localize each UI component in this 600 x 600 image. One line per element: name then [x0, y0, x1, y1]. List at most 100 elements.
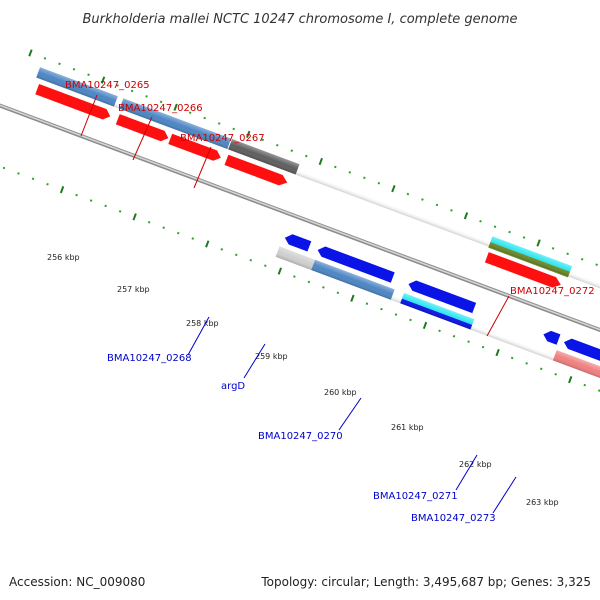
inner-ring-dot — [147, 220, 151, 224]
outer-ring-dot — [116, 84, 119, 87]
outer-ring-dot — [145, 95, 148, 98]
outer-ring-dot — [43, 57, 47, 60]
outer-ring-dot — [566, 252, 569, 256]
inner-ring-dot — [2, 166, 6, 170]
inner-ring-dot — [510, 356, 514, 360]
scale-tick-262: 262 kbp — [459, 460, 492, 469]
gene-label-0266[interactable]: BMA10247_0266 — [118, 103, 203, 114]
inner-ring-dot — [176, 231, 180, 235]
inner-ring-dot — [307, 280, 311, 284]
cds-arrow-0273[interactable] — [562, 336, 600, 364]
outer-ring-tick — [100, 76, 106, 84]
outer-ring-dot — [421, 198, 424, 201]
accession-text: Accession: NC_009080 — [9, 575, 145, 589]
cds-arrow-0267[interactable] — [224, 154, 289, 188]
gene-label-argD[interactable]: argD — [221, 381, 245, 392]
gene-label-0270[interactable]: BMA10247_0270 — [258, 431, 343, 442]
inner-ring-dot — [89, 199, 93, 202]
inner-ring-dot — [234, 253, 238, 257]
outer-ring-tick — [28, 49, 33, 57]
outer-ring-dot — [551, 247, 555, 250]
outer-ring-dot — [377, 181, 381, 185]
inner-scale-ring — [2, 166, 600, 392]
gene-label-0267[interactable]: BMA10247_0267 — [180, 133, 265, 144]
inner-ring-tick — [59, 186, 65, 194]
inner-ring-dot — [75, 193, 78, 197]
cds-arrow-0266a[interactable] — [115, 114, 170, 143]
chromosome-backbone — [0, 15, 600, 440]
forward-strand-features — [35, 67, 600, 314]
outer-ring-tick — [536, 239, 541, 247]
outer-ring-dot — [450, 209, 453, 212]
outer-ring-dot — [435, 203, 439, 207]
inner-ring-tick — [205, 240, 210, 248]
scale-labels: 256 kbp 257 kbp 258 kbp 259 kbp 260 kbp … — [47, 253, 559, 507]
outer-ring-dot — [87, 73, 90, 76]
outer-ring-dot — [363, 176, 366, 180]
inner-ring-tick — [495, 348, 500, 357]
inner-ring-dot — [467, 340, 470, 343]
inner-ring-dot — [525, 362, 528, 365]
outer-ring-dot — [232, 127, 235, 131]
outer-ring-dot — [348, 171, 352, 174]
reverse-strand-features — [275, 232, 600, 383]
outer-ring-dot — [188, 111, 192, 114]
scale-tick-260: 260 kbp — [324, 388, 357, 397]
inner-ring-dot — [554, 372, 557, 376]
inner-ring-dot — [452, 334, 456, 338]
outer-ring-dot — [261, 138, 265, 142]
inner-ring-tick — [422, 321, 428, 330]
inner-ring-dot — [409, 318, 412, 322]
outer-ring-dot — [493, 225, 497, 228]
inner-ring-dot — [104, 204, 107, 208]
gene-label-0271[interactable]: BMA10247_0271 — [373, 491, 458, 502]
inner-ring-dot — [264, 264, 267, 267]
inner-ring-dot — [293, 275, 296, 278]
inner-ring-dot — [162, 226, 165, 229]
inner-ring-dot — [394, 313, 398, 316]
outer-ring-dot — [406, 192, 410, 196]
outer-ring-dot — [508, 230, 511, 234]
inner-ring-dot — [31, 177, 35, 181]
outer-ring-dot — [275, 143, 279, 147]
inner-ring-dot — [322, 286, 325, 289]
outer-ring-dot — [130, 89, 134, 93]
inner-ring-dot — [583, 383, 587, 387]
outer-ring-tick — [246, 130, 251, 139]
inner-ring-dot — [220, 248, 224, 251]
inner-ring-dot — [191, 237, 195, 240]
cds-arrow-0270[interactable] — [407, 278, 477, 314]
outer-ring-dot — [522, 236, 526, 239]
cds-arrow-0271[interactable] — [542, 329, 561, 345]
scale-tick-256: 256 kbp — [47, 253, 80, 262]
inner-ring-tick — [350, 294, 355, 302]
label-leader-lines — [80, 94, 517, 514]
cds-arrow-0268[interactable] — [283, 232, 312, 252]
outer-ring-dot — [334, 165, 337, 169]
cds-arrow-0265[interactable] — [35, 83, 112, 122]
genome-summary-text: Topology: circular; Length: 3,495,687 bp… — [260, 575, 591, 589]
outer-ring-dot — [305, 154, 308, 158]
inner-ring-tick — [132, 213, 137, 221]
gene-label-0273[interactable]: BMA10247_0273 — [411, 513, 496, 524]
gene-label-0268[interactable]: BMA10247_0268 — [107, 353, 192, 364]
cds-arrow-0272[interactable] — [484, 252, 563, 290]
outer-ring-tick — [463, 212, 469, 220]
inner-ring-dot — [438, 329, 441, 333]
outer-ring-dot — [58, 62, 61, 66]
gene-label-0265[interactable]: BMA10247_0265 — [65, 80, 150, 91]
cds-arrow-argD[interactable] — [316, 244, 395, 283]
outer-ring-dot — [217, 122, 221, 125]
outer-tick-ring — [28, 49, 598, 266]
scale-tick-263: 263 kbp — [526, 498, 559, 507]
scale-tick-258: 258 kbp — [186, 319, 219, 328]
inner-ring-dot — [17, 172, 20, 175]
scale-tick-259: 259 kbp — [255, 352, 288, 361]
inner-ring-dot — [365, 302, 369, 305]
gene-label-0272[interactable]: BMA10247_0272 — [510, 286, 595, 297]
inner-ring-dot — [481, 345, 485, 349]
outer-ring-tick — [391, 185, 396, 193]
inner-ring-tick — [568, 376, 573, 384]
outer-ring-dot — [595, 263, 598, 266]
